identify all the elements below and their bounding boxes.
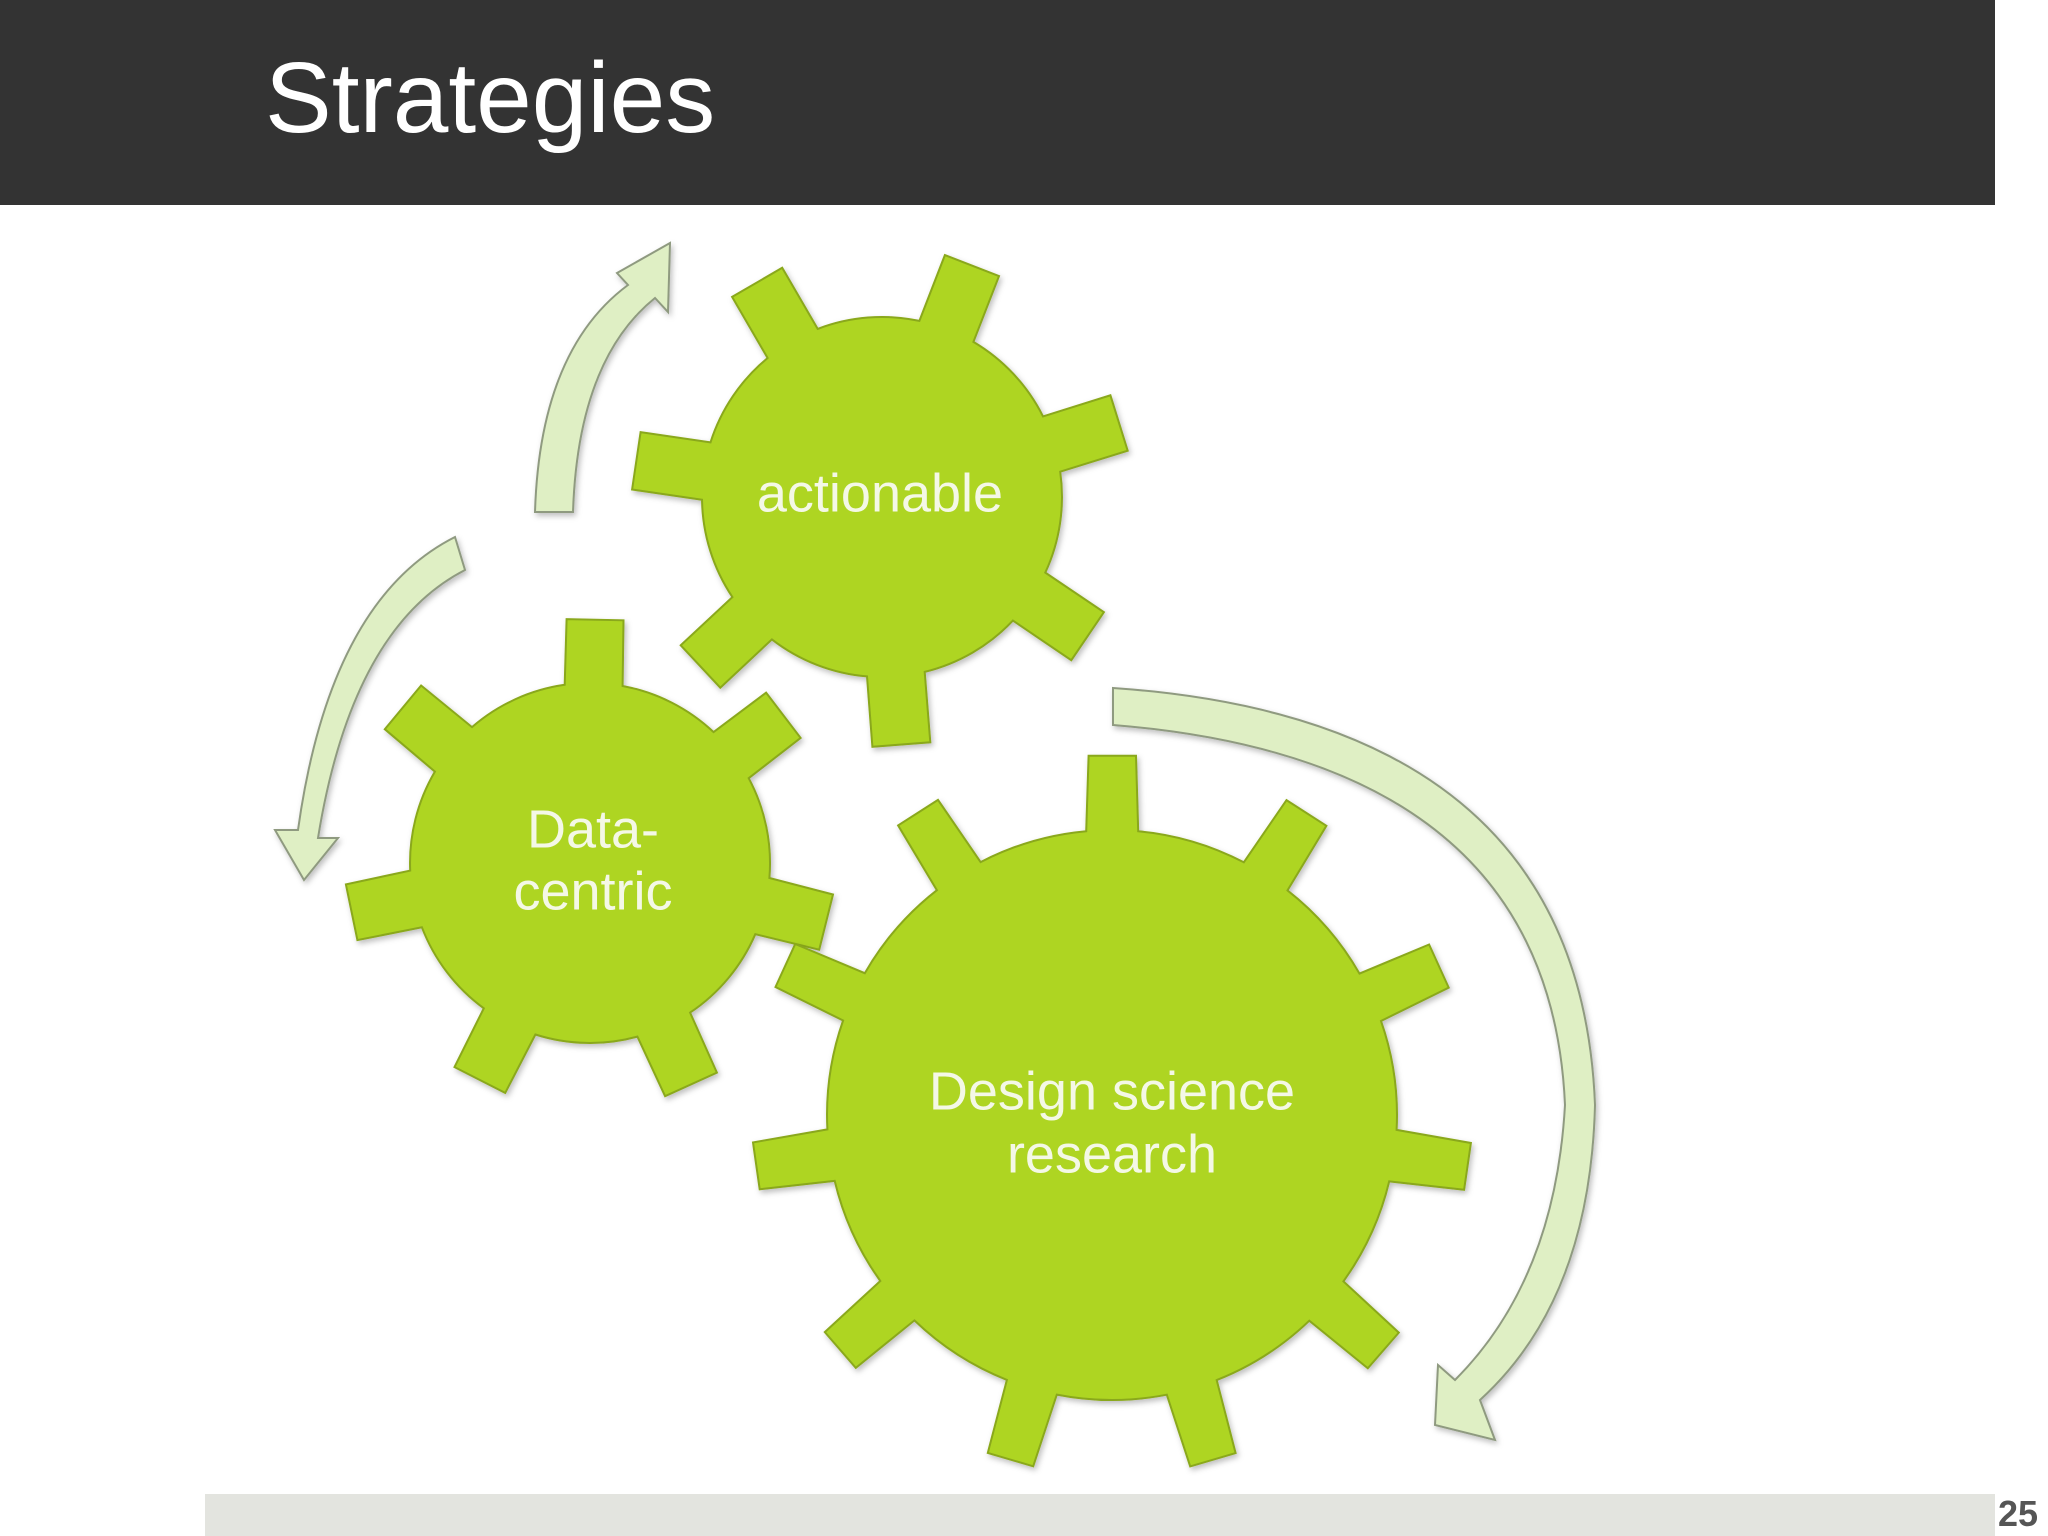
gear-label-design-line1: Design science: [929, 1061, 1295, 1121]
cycle-arrow-left-icon: [273, 535, 467, 882]
title-bar: Strategies: [0, 0, 1995, 205]
gear-label-design-line2: research: [1007, 1124, 1217, 1184]
gear-actionable-icon: [630, 253, 1129, 748]
gear-label-actionable: actionable: [757, 463, 1003, 523]
gear-design-science-research-icon: [751, 754, 1473, 1468]
gear-data-centric-icon: [344, 618, 835, 1098]
page-number: 25: [1998, 1493, 2039, 1534]
cycle-arrow-right-icon: [1112, 686, 1597, 1442]
cycle-arrow-top-icon: [533, 241, 672, 513]
gear-diagram: actionable Data- centric Design science …: [273, 241, 1597, 1468]
gear-label-data-centric-line1: Data-: [527, 799, 659, 859]
gear-label-data-centric-line2: centric: [513, 861, 672, 921]
footer-bar: [205, 1494, 1995, 1536]
slide-title: Strategies: [265, 42, 716, 154]
